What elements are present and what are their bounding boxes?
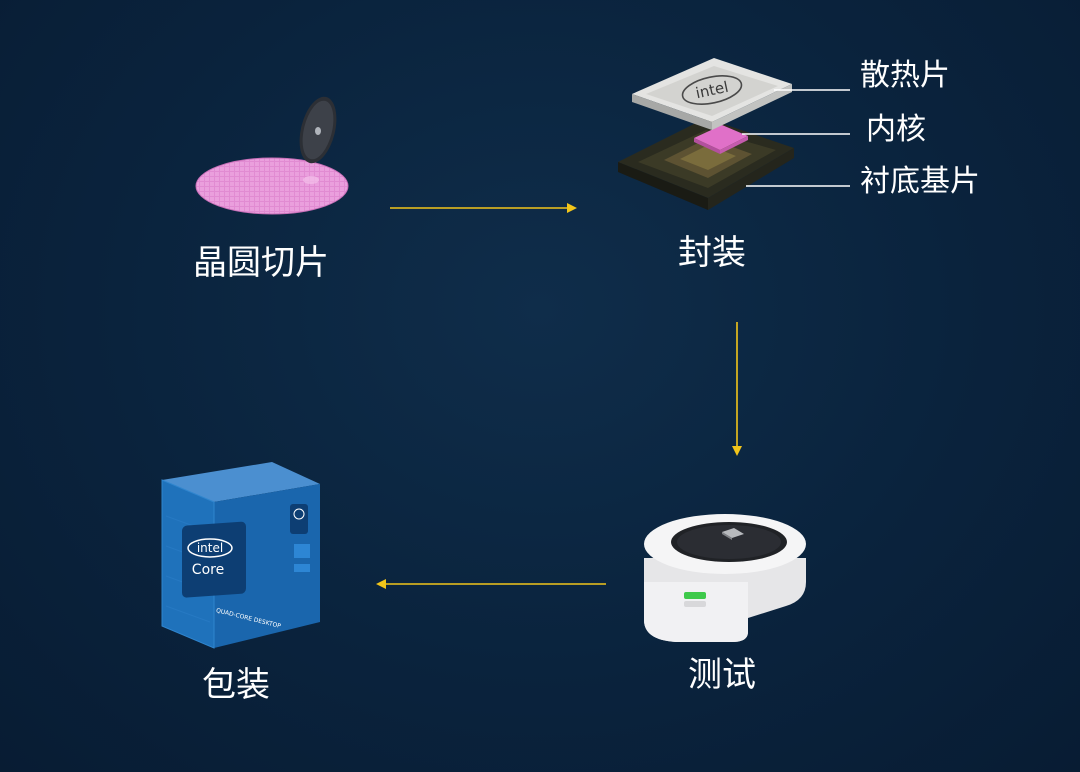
part-label-substrate: 衬底基片 <box>860 164 980 199</box>
step-label-testing: 测试 <box>688 655 756 695</box>
step-label-boxing: 包装 <box>202 665 270 705</box>
wafer-cutting-illustration <box>195 96 349 215</box>
tester-body <box>644 514 806 642</box>
substrate-layer <box>618 118 794 210</box>
cpu-package-illustration: intel <box>618 58 850 210</box>
status-led <box>684 592 706 599</box>
chip-under-test <box>722 528 744 540</box>
part-label-heat-spreader: 散热片 <box>860 58 950 93</box>
box-logo: intel <box>197 541 223 555</box>
retail-box: intel Core QUAD-CORE DESKTOP <box>161 462 320 649</box>
retail-box-illustration: intel Core QUAD-CORE DESKTOP <box>161 462 320 649</box>
saw-blade <box>299 96 337 164</box>
step-label-wafer-cutting: 晶圆切片 <box>193 243 329 283</box>
box-product: Core <box>192 562 224 578</box>
wafer-disc <box>196 158 348 214</box>
core-die <box>694 125 748 154</box>
step-label-packaging: 封装 <box>678 233 746 273</box>
tester-illustration <box>644 514 806 642</box>
part-label-core: 内核 <box>866 112 926 147</box>
heat-spreader-layer: intel <box>632 58 792 130</box>
